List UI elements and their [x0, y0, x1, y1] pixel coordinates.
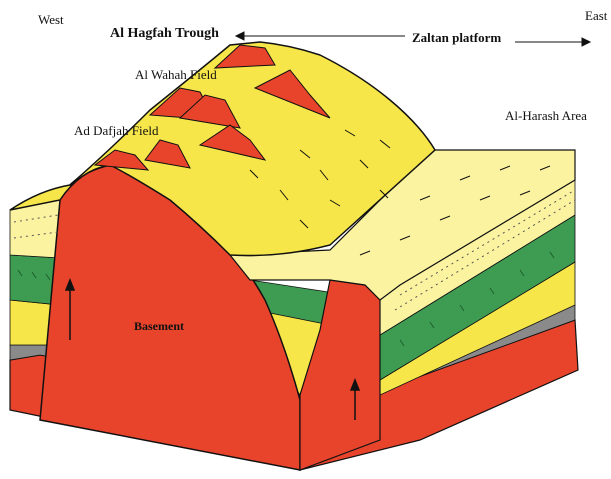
label-harash-area: Al-Harash Area [505, 108, 587, 124]
label-dafjah-field: Ad Dafjah Field [74, 123, 158, 139]
label-east: East [585, 8, 607, 24]
label-platform: Zaltan platform [412, 30, 501, 46]
label-trough: Al Hagfah Trough [110, 26, 219, 42]
label-basement: Basement [134, 319, 184, 334]
label-wahah-field: Al Wahah Field [135, 67, 217, 83]
label-west: West [38, 12, 64, 28]
